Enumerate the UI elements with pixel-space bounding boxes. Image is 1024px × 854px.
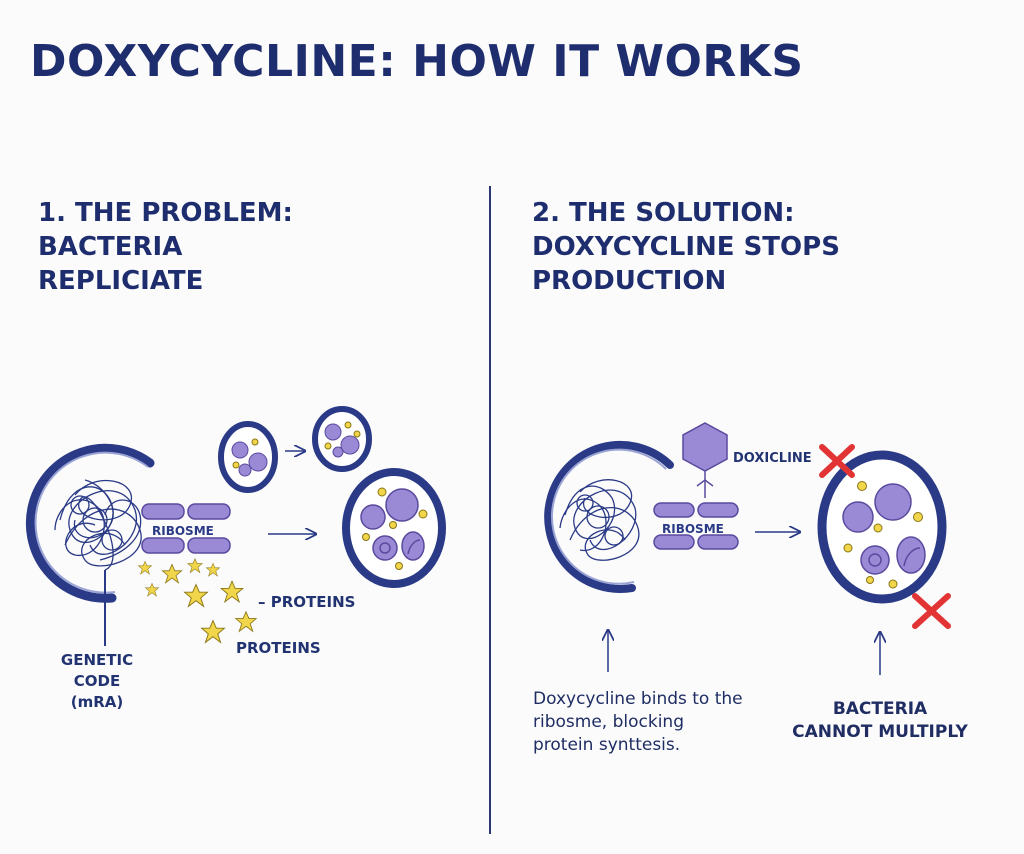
ribosome-right (653, 502, 739, 550)
solution-heading: 2. THE SOLUTION: DOXYCYCLINE STOPS PRODU… (532, 198, 840, 296)
cannot-multiply-caption: BACTERIA CANNOT MULTIPLY (792, 699, 968, 742)
doxycycline-molecule (682, 422, 728, 498)
binds-caption: Doxycycline binds to the ribosme, blocki… (533, 689, 743, 755)
red-x-mark-bottom (912, 593, 951, 629)
bacterium-dna-right (544, 440, 674, 593)
protein-stars (137, 558, 258, 644)
page-title: DOXYCYCLINE: HOW IT WORKS (30, 36, 804, 87)
small-bacterium-1 (218, 421, 278, 493)
proteins-label-2: PROTEINS (236, 639, 321, 657)
bacterium-dna-left (25, 443, 155, 646)
ribosome-left (141, 503, 231, 554)
ribosome-label-right: RIBOSME (662, 522, 724, 536)
large-bacterium-right (817, 450, 947, 604)
problem-heading: 1. THE PROBLEM: BACTERIA REPLICIATE (38, 198, 293, 296)
drug-label: DOXICLINE (733, 451, 812, 466)
large-bacterium-left (342, 468, 446, 588)
red-x-mark-top (819, 444, 855, 478)
proteins-label-1: – PROTEINS (258, 593, 356, 611)
section-divider (489, 186, 491, 834)
small-bacterium-2 (312, 406, 372, 472)
ribosome-label-left: RIBOSME (152, 524, 214, 538)
genetic-code-label: GENETIC CODE (mRA) (60, 651, 134, 711)
